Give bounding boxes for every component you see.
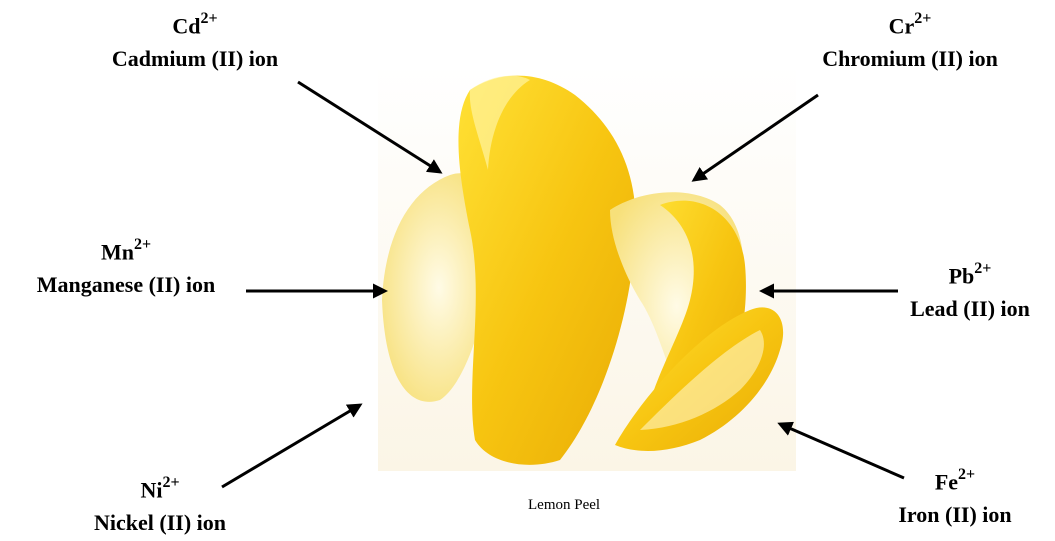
ion-name: Chromium (II) ion xyxy=(790,47,1030,71)
ion-label-cadmium: Cd2+ Cadmium (II) ion xyxy=(80,12,310,71)
ion-name: Manganese (II) ion xyxy=(6,273,246,297)
ion-symbol: Pb2+ xyxy=(890,262,1050,289)
image-caption: Lemon Peel xyxy=(528,497,600,514)
arrow-ni xyxy=(222,405,360,487)
ion-symbol: Cr2+ xyxy=(790,12,1030,39)
ion-symbol: Ni2+ xyxy=(60,476,260,503)
ion-name: Lead (II) ion xyxy=(890,297,1050,321)
arrow-cr xyxy=(694,95,818,180)
ion-symbol: Fe2+ xyxy=(860,468,1050,495)
ion-name: Cadmium (II) ion xyxy=(80,47,310,71)
ion-label-manganese: Mn2+ Manganese (II) ion xyxy=(6,238,246,297)
ion-symbol: Cd2+ xyxy=(80,12,310,39)
ion-label-chromium: Cr2+ Chromium (II) ion xyxy=(790,12,1030,71)
ion-name: Nickel (II) ion xyxy=(60,511,260,535)
ion-label-nickel: Ni2+ Nickel (II) ion xyxy=(60,476,260,535)
arrow-cd xyxy=(298,82,440,172)
ion-name: Iron (II) ion xyxy=(860,503,1050,527)
ion-label-iron: Fe2+ Iron (II) ion xyxy=(860,468,1050,527)
ion-label-lead: Pb2+ Lead (II) ion xyxy=(890,262,1050,321)
ion-symbol: Mn2+ xyxy=(6,238,246,265)
